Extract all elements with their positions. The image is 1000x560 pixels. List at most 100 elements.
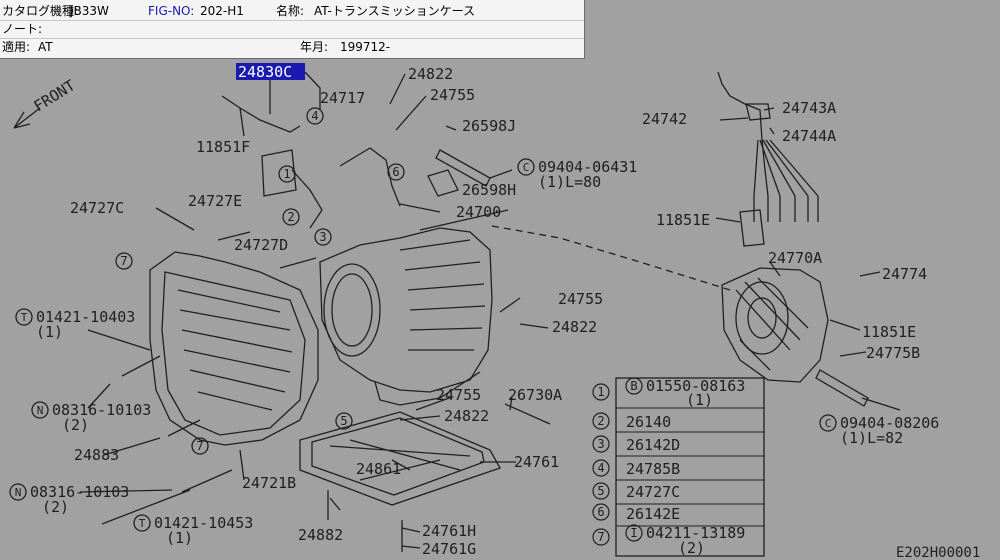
part-label[interactable]: 24727C: [70, 199, 124, 217]
circled-ref-2: 2: [287, 210, 294, 224]
part-label[interactable]: 26730A: [508, 386, 562, 404]
part-label[interactable]: 24761G: [422, 540, 476, 558]
part-label[interactable]: (1): [166, 529, 193, 547]
part-label[interactable]: 24743A: [782, 99, 836, 117]
part-label[interactable]: 24721B: [242, 474, 296, 492]
part-label[interactable]: 24755: [430, 86, 475, 104]
legend-part-2[interactable]: 26140: [626, 413, 671, 431]
part-label[interactable]: 26598J: [462, 117, 516, 135]
legend-part-7[interactable]: 04211-13189: [646, 524, 745, 542]
part-label[interactable]: 24822: [408, 65, 453, 83]
legend-ref-7: 7: [597, 530, 604, 544]
name-label: 名称:: [276, 4, 305, 18]
circled-ref-6: 6: [392, 165, 399, 179]
code-prefix-circle-t: [15, 308, 33, 326]
part-label[interactable]: 01421-10403: [36, 308, 135, 326]
bracket-drawing: [435, 149, 491, 187]
part-label[interactable]: 24775B: [866, 344, 920, 362]
legend-part-4[interactable]: 24785B: [626, 460, 680, 478]
gasket-drawing: [261, 149, 297, 197]
part-label[interactable]: (1): [36, 323, 63, 341]
circled-ref-7: 7: [120, 254, 127, 268]
year-label: 年月:: [300, 40, 329, 54]
part-label[interactable]: 08316-10103: [52, 401, 151, 419]
part-label[interactable]: 11851E: [862, 323, 916, 341]
transmission-case-drawing: [319, 227, 493, 406]
bolt-24727d: [279, 257, 317, 269]
legend-ref-3: 3: [597, 437, 604, 451]
part-label[interactable]: 24774: [882, 265, 927, 283]
selected-part-label[interactable]: 24830C: [238, 63, 292, 81]
catalog-model-value: JB33W: [70, 4, 109, 18]
part-label[interactable]: 09404-08206: [840, 414, 939, 432]
code-prefix-letter: T: [139, 517, 146, 530]
part-label[interactable]: 24822: [552, 318, 597, 336]
part-label[interactable]: (1)L=80: [538, 173, 601, 191]
code-prefix-circle-t2: [133, 514, 151, 532]
legend-part-1[interactable]: 01550-08163: [646, 377, 745, 395]
sensor-wire-drawing: [339, 147, 401, 207]
front-label: FRONT: [31, 76, 79, 115]
legend-qty-1: (1): [686, 391, 713, 409]
part-label[interactable]: (2): [62, 416, 89, 434]
name-value: AT-トランスミッションケース: [314, 4, 475, 18]
wiring-harness-drawing: [717, 71, 819, 222]
part-label[interactable]: 24755: [436, 386, 481, 404]
part-label[interactable]: 24761H: [422, 522, 476, 540]
part-label[interactable]: 24770A: [768, 249, 822, 267]
bolt-24727c: [155, 207, 195, 231]
part-label[interactable]: 24755: [558, 290, 603, 308]
part-label[interactable]: 24883: [74, 446, 119, 464]
bracket-2-drawing: [815, 369, 869, 407]
part-label[interactable]: 24882: [298, 526, 343, 544]
extension-housing-drawing: [721, 267, 829, 383]
part-label[interactable]: 24761: [514, 453, 559, 471]
part-label[interactable]: 11851F: [196, 138, 250, 156]
circled-ref-markers: [115, 107, 405, 455]
part-label[interactable]: 24717: [320, 89, 365, 107]
part-label[interactable]: 24744A: [782, 127, 836, 145]
part-label[interactable]: 11851E: [656, 211, 710, 229]
bolt-24883: [167, 419, 201, 437]
oil-pipe-drawing: [221, 95, 301, 137]
part-label[interactable]: 24700: [456, 203, 501, 221]
circled-ref-4: 4: [311, 109, 318, 123]
block-drawing: [427, 169, 459, 197]
code-prefix-letter: C: [825, 417, 832, 430]
legend-code-prefix-1: B: [630, 379, 637, 393]
part-label[interactable]: 24727D: [234, 236, 288, 254]
part-label[interactable]: 24742: [642, 110, 687, 128]
part-label[interactable]: 24822: [444, 407, 489, 425]
part-label[interactable]: 24861: [356, 460, 401, 478]
part-label[interactable]: 08316-10103: [30, 483, 129, 501]
gasket-e-drawing: [739, 209, 765, 247]
circled-ref-3: 3: [319, 230, 326, 244]
code-prefix-letter: C: [523, 161, 530, 174]
front-arrow-icon: [13, 107, 41, 129]
legend-code-prefix-7: I: [630, 526, 637, 540]
legend-table: 1 2 3 4 5 6 7 B I 01550-08163 (1) 26140 …: [592, 377, 765, 557]
legend-part-6[interactable]: 26142E: [626, 505, 680, 523]
part-label[interactable]: 24727E: [188, 192, 242, 210]
year-value: 199712-: [340, 40, 391, 54]
part-label[interactable]: 09404-06431: [538, 158, 637, 176]
part-label[interactable]: 26598H: [462, 181, 516, 199]
part-label[interactable]: 01421-10453: [154, 514, 253, 532]
note-label: ノート:: [2, 22, 43, 36]
circled-ref-7b: 7: [196, 439, 203, 453]
legend-ref-4: 4: [597, 461, 604, 475]
stud-01421-10403: [121, 355, 161, 377]
circled-ref-5: 5: [340, 414, 347, 428]
part-label[interactable]: (1)L=82: [840, 429, 903, 447]
bolt-24727e: [217, 231, 251, 241]
legend-ref-1: 1: [597, 385, 604, 399]
fig-no-label: FIG-NO:: [148, 4, 195, 18]
fig-no-value: 202-H1: [200, 4, 244, 18]
part-label[interactable]: (2): [42, 498, 69, 516]
info-header: カタログ機種: JB33W FIG-NO: 202-H1 名称: AT-トランス…: [0, 0, 585, 59]
tube-26730a: [504, 403, 551, 425]
bell-housing-drawing: [149, 251, 319, 446]
legend-part-3[interactable]: 26142D: [626, 436, 680, 454]
legend-part-5[interactable]: 24727C: [626, 483, 680, 501]
